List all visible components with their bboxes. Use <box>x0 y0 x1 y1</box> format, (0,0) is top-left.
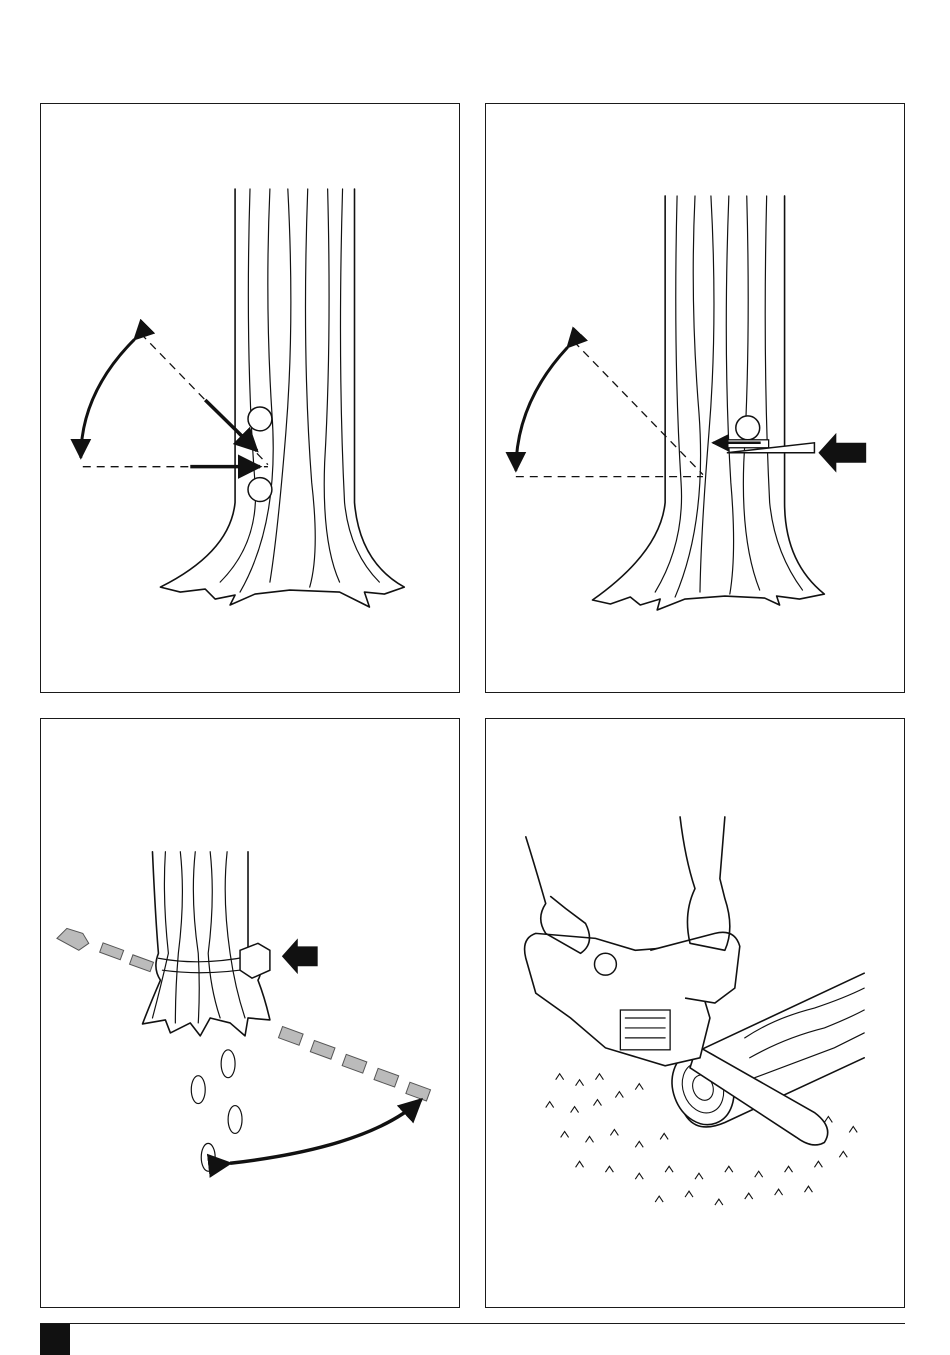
footprints-icon <box>191 1050 242 1171</box>
escape-route-illustration <box>41 719 459 1307</box>
figure-tree-notch <box>40 103 460 693</box>
notch-marker-top <box>248 407 272 431</box>
figure-log-cutting <box>485 718 905 1308</box>
tree-notch-cut-illustration <box>41 104 459 692</box>
wedge-marker <box>736 416 760 440</box>
push-arrow-icon <box>818 433 866 473</box>
wedge-block <box>240 943 270 978</box>
motor-vents <box>620 1010 670 1050</box>
page-marker <box>40 1324 70 1355</box>
notch-marker-bottom <box>248 478 272 502</box>
tree-wedge-illustration <box>486 104 904 692</box>
figure-escape-path <box>40 718 460 1308</box>
figure-tree-wedge <box>485 103 905 693</box>
chainsaw-log-illustration <box>486 719 904 1307</box>
footer-rule <box>40 1323 905 1324</box>
push-arrow-icon <box>282 938 318 974</box>
